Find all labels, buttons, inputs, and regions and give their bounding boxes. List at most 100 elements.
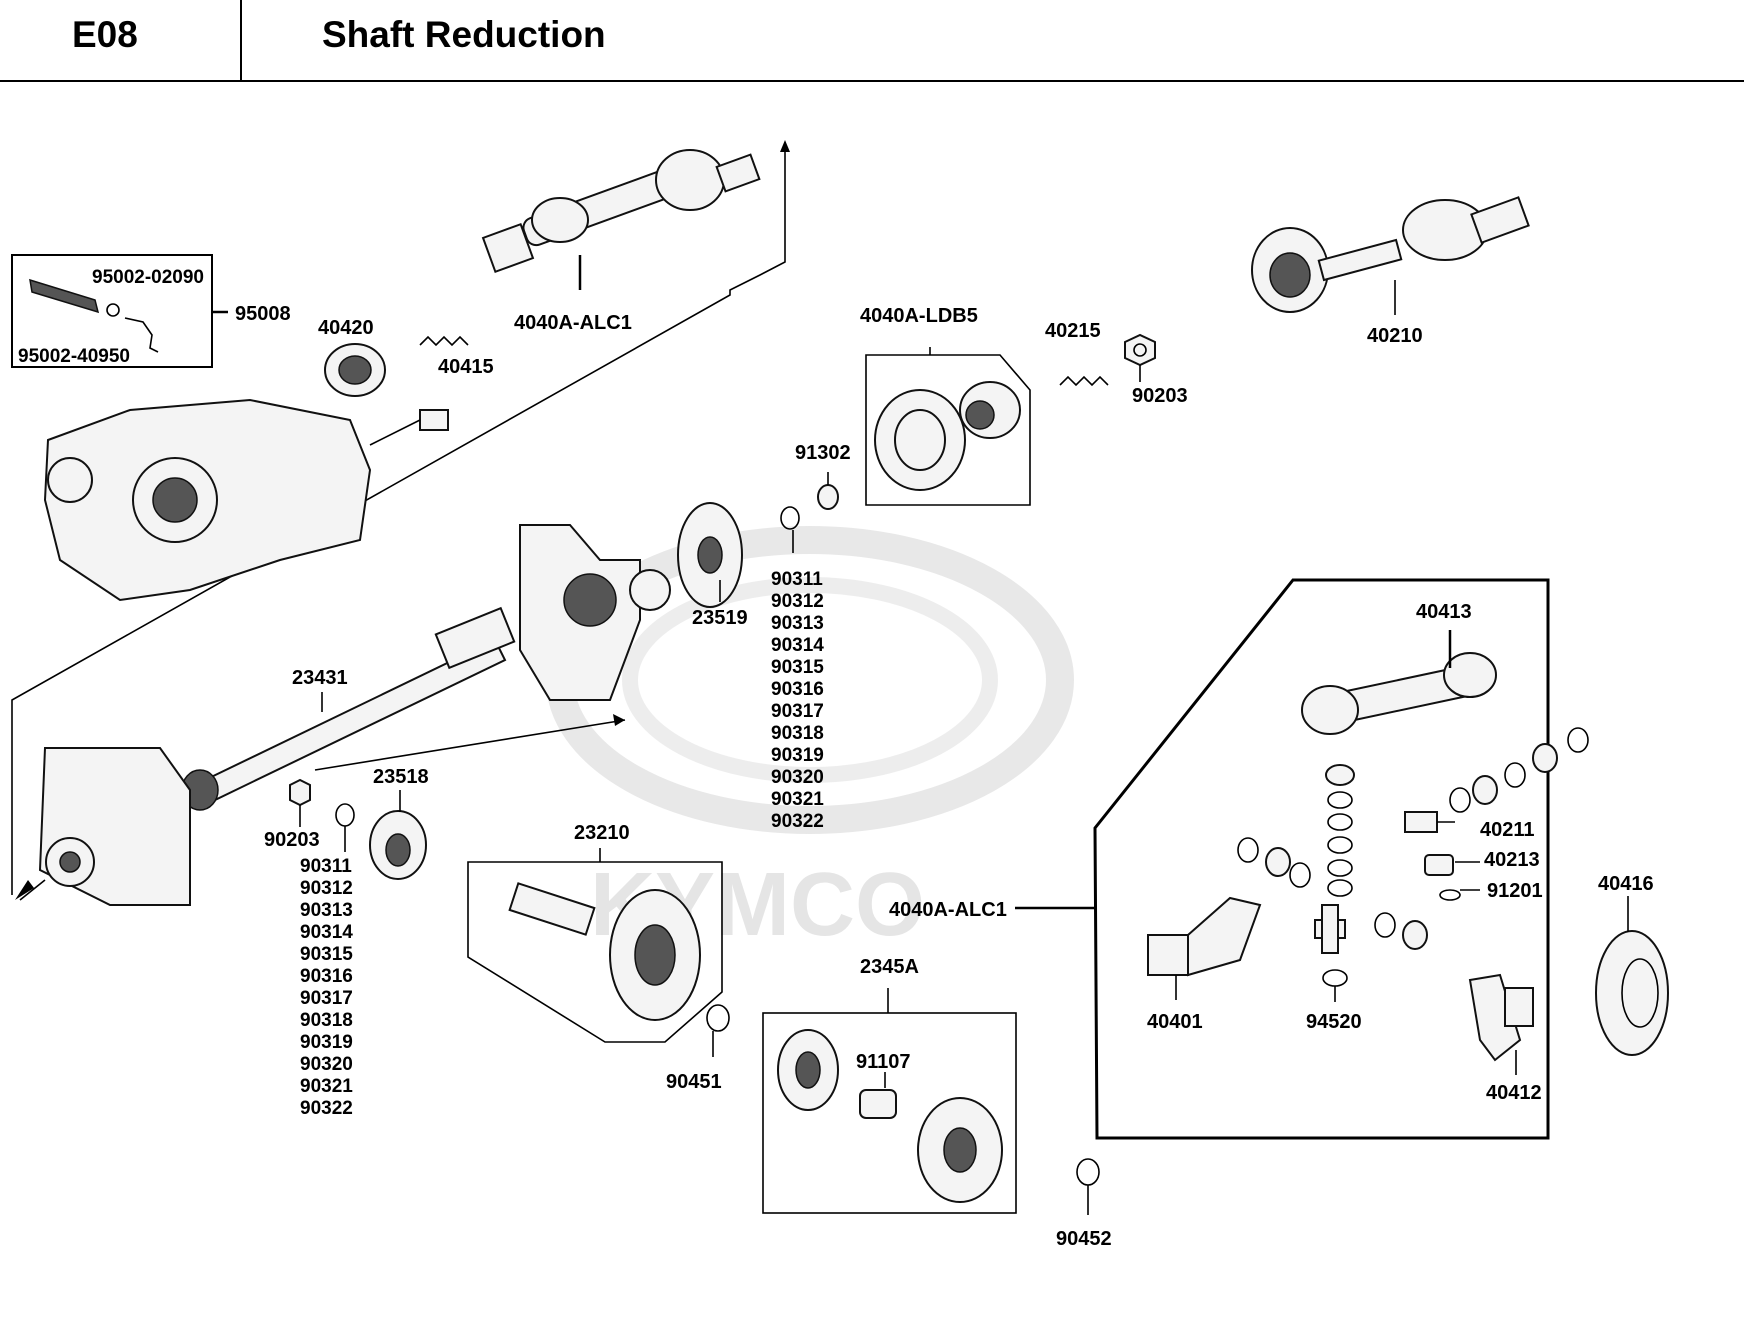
label-94520: 94520 xyxy=(1306,1011,1362,1033)
label-95002-40950: 95002-40950 xyxy=(18,346,130,367)
shim-part-number: 90317 xyxy=(300,988,353,1009)
ujoint-detail-box xyxy=(1015,578,1669,1140)
bearing-40420-icon xyxy=(324,343,386,397)
seal-40416-icon xyxy=(1595,896,1669,1056)
shim-part-number: 90319 xyxy=(771,745,824,766)
yoke-40401-icon xyxy=(1147,896,1262,1000)
label-40412: 40412 xyxy=(1486,1082,1542,1104)
seal-23518-icon xyxy=(369,790,427,880)
label-90203-mid: 90203 xyxy=(264,829,320,851)
section-code: E08 xyxy=(72,14,138,55)
shim-part-number: 90311 xyxy=(300,856,352,877)
seal-kit-box xyxy=(865,347,1031,506)
label-23518: 23518 xyxy=(373,766,429,788)
page-title: Shaft Reduction xyxy=(322,14,606,55)
shim-part-number: 90322 xyxy=(771,811,824,832)
label-40401: 40401 xyxy=(1147,1011,1203,1033)
yoke-shaft-40413-icon xyxy=(1301,630,1497,735)
label-91302: 91302 xyxy=(795,442,851,464)
bearing-row-left-icon xyxy=(1237,837,1428,950)
shim-list-left: 9031190312903139031490315903169031790318… xyxy=(300,856,353,1119)
gear-23210-icon xyxy=(508,882,701,1021)
shim-part-number: 90322 xyxy=(300,1098,353,1119)
circlip-94520-icon xyxy=(1322,969,1348,1002)
bearing-91302-icon xyxy=(817,472,839,510)
gear-2345A-large-icon xyxy=(917,1097,1003,1203)
shim-part-number: 90312 xyxy=(300,878,353,899)
transmission-case-icon xyxy=(43,398,449,602)
shim-part-number: 90320 xyxy=(300,1054,353,1075)
label-23431: 23431 xyxy=(292,667,348,689)
shim-part-number: 90319 xyxy=(300,1032,353,1053)
shim-part-number: 90313 xyxy=(771,613,824,634)
label-4040A-ALC1-side: 4040A-ALC1 xyxy=(889,899,1007,921)
bearing-row-right-icon xyxy=(1449,727,1589,813)
shim-ring-icon xyxy=(780,506,800,553)
shim-part-number: 90315 xyxy=(300,944,353,965)
ring-90451-icon xyxy=(706,1004,730,1057)
assembly-path-lines xyxy=(11,140,790,901)
shaft-23431-icon xyxy=(181,606,516,811)
boot-kit-box xyxy=(11,254,228,368)
label-90451: 90451 xyxy=(666,1071,722,1093)
label-40413: 40413 xyxy=(1416,601,1472,623)
shim-part-number: 90317 xyxy=(771,701,824,722)
label-40415: 40415 xyxy=(438,356,494,378)
shim-part-number: 90312 xyxy=(771,591,824,612)
cv-shaft-40210-icon xyxy=(1251,196,1530,315)
header-bar: E08 Shaft Reduction xyxy=(0,0,1744,82)
nut-90203-top-icon xyxy=(1124,333,1156,382)
label-4040A-LDB5: 4040A-LDB5 xyxy=(860,305,978,327)
label-23519: 23519 xyxy=(692,607,748,629)
label-95002-02090: 95002-02090 xyxy=(92,267,204,288)
circlip-column-icon xyxy=(1325,764,1355,897)
label-40213: 40213 xyxy=(1484,849,1540,871)
needle-bearing-91107-icon xyxy=(859,1072,897,1119)
label-91201: 91201 xyxy=(1487,880,1543,902)
label-95008: 95008 xyxy=(235,303,291,325)
shim-part-number: 90314 xyxy=(300,922,353,943)
shim-part-number: 90311 xyxy=(771,569,823,590)
label-40211: 40211 xyxy=(1480,819,1535,841)
label-90203-top: 90203 xyxy=(1132,385,1188,407)
ring-90452-icon xyxy=(1076,1158,1100,1215)
shim-part-number: 90313 xyxy=(300,900,353,921)
part-labels: 95002-02090 95002-40950 95008 40420 4041… xyxy=(18,267,1654,1250)
label-40215: 40215 xyxy=(1045,320,1101,342)
shim-part-number: 90318 xyxy=(771,723,824,744)
nut-90203-mid-icon xyxy=(289,778,311,827)
shim-part-number: 90320 xyxy=(771,767,824,788)
bearing-cup-40213-icon xyxy=(1424,854,1480,876)
label-4040A-ALC1-top: 4040A-ALC1 xyxy=(514,312,632,334)
cross-joint-lower-icon xyxy=(1314,904,1346,954)
shim-ring-left-icon xyxy=(335,803,355,852)
label-40420: 40420 xyxy=(318,317,374,339)
shim-part-number: 90321 xyxy=(300,1076,353,1097)
shim-part-number: 90321 xyxy=(771,789,824,810)
label-2345A: 2345A xyxy=(860,956,919,978)
gear-23210-box xyxy=(467,848,723,1043)
section-code-cell: E08 xyxy=(0,0,242,80)
spring-40415-icon xyxy=(419,335,469,347)
shim-part-number: 90318 xyxy=(300,1010,353,1031)
gearbox-cover-icon xyxy=(519,524,671,701)
seal-ring-91201-icon xyxy=(1439,889,1480,901)
cross-joint-40211-icon xyxy=(1404,811,1455,833)
spring-40215-icon xyxy=(1059,375,1109,387)
gear-set-2345A-box xyxy=(762,988,1017,1214)
label-40210: 40210 xyxy=(1367,325,1423,347)
shim-part-number: 90315 xyxy=(771,657,824,678)
label-91107: 91107 xyxy=(856,1051,911,1073)
shim-part-number: 90314 xyxy=(771,635,824,656)
boot-kit-icon xyxy=(29,278,159,353)
shim-part-number: 90316 xyxy=(300,966,353,987)
seal-plate-23519-icon xyxy=(677,502,743,608)
label-23210: 23210 xyxy=(574,822,630,844)
gear-2345A-small-icon xyxy=(777,1029,839,1111)
shim-list-right: 9031190312903139031490315903169031790318… xyxy=(771,569,824,832)
shim-part-number: 90316 xyxy=(771,679,824,700)
label-90452: 90452 xyxy=(1056,1228,1112,1250)
drive-shaft-top-icon xyxy=(481,149,761,290)
label-40416: 40416 xyxy=(1598,873,1654,895)
